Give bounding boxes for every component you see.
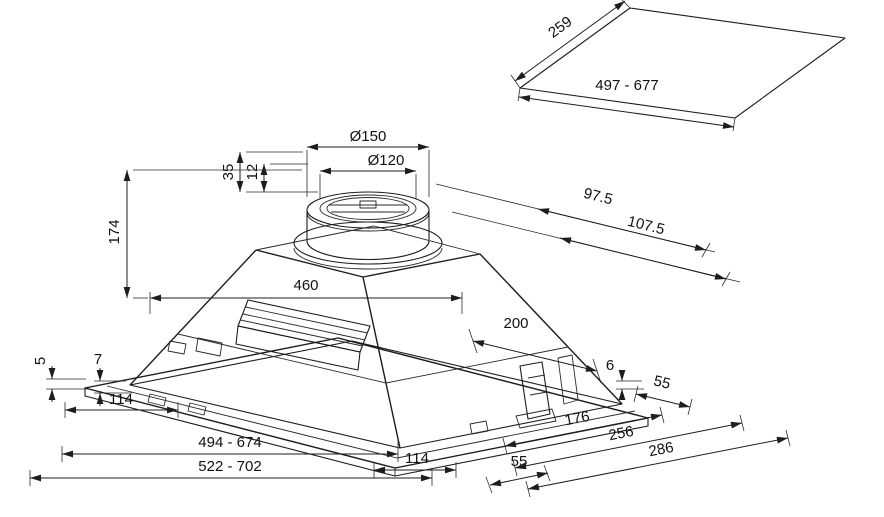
filter-latch	[187, 402, 207, 416]
filter-latch	[147, 393, 167, 407]
dim-lip-inset: 7	[94, 351, 132, 406]
dim-line-cutout-width	[518, 95, 735, 129]
duct-assembly	[293, 191, 443, 270]
dim-line-duct-to-front	[559, 237, 727, 280]
dim-label-duct-to-back: 97.5	[582, 185, 614, 208]
dim-line-cutout-depth	[514, 0, 626, 82]
dim-label-inner-width: 494 - 674	[198, 434, 261, 451]
dim-label-cutout-depth: 259	[545, 13, 575, 41]
ceiling-cutout: 259 497 - 677	[510, 0, 846, 132]
dim-label-front-offset: 114	[405, 450, 429, 467]
cable-clamp	[469, 420, 489, 435]
dim-body-height: 174	[106, 169, 302, 299]
motor-housing	[167, 299, 371, 371]
dim-lip-height: 5	[32, 357, 90, 402]
dim-inner-width: 494 - 674	[61, 434, 399, 462]
dim-line-depth-286	[527, 436, 789, 491]
dim-label-duct-inner: Ø120	[368, 152, 405, 169]
dim-label-lip-inset: 7	[94, 351, 102, 368]
dim-line-body-depth	[472, 340, 598, 372]
dim-label-lip-height: 5	[32, 357, 49, 365]
dim-edge-lip: 6	[606, 357, 644, 400]
dim-front-offset: 114	[373, 450, 457, 478]
dim-label-depth-256: 256	[607, 423, 635, 445]
dim-label-body-depth: 200	[503, 315, 528, 332]
dim-label-duct-outer: Ø150	[350, 128, 387, 145]
dim-back-corner-offset: 55	[633, 372, 693, 416]
dim-duct-inner: Ø120	[319, 152, 417, 199]
duct-spigot	[326, 197, 410, 220]
dim-label-outer-width: 522 - 702	[198, 458, 261, 475]
duct-rim-inner	[319, 194, 417, 223]
terminal-box	[195, 337, 223, 357]
dim-collar-height: 35	[220, 151, 318, 193]
dim-label-body-height: 174	[106, 219, 123, 244]
dim-flange-height: 12	[244, 163, 308, 192]
dim-label-depth-286: 286	[647, 439, 675, 461]
dim-label-depth-176: 176	[563, 408, 591, 430]
dim-label-side-offset-left: 114	[109, 391, 133, 408]
dim-label-back-corner-offset: 55	[652, 372, 672, 392]
dim-side-offset-left: 114	[64, 391, 179, 418]
dim-label-body-width: 460	[293, 277, 318, 294]
dim-label-edge-lip: 6	[606, 357, 614, 374]
duct-base-ring	[293, 221, 443, 265]
damper-hinge	[359, 200, 377, 209]
dim-duct-outer: Ø150	[306, 128, 430, 197]
dim-label-duct-to-front: 107.5	[626, 213, 667, 238]
dim-label-flange-height: 12	[244, 164, 261, 181]
dim-line-duct-to-back	[537, 208, 707, 251]
dim-depth-286: 286	[525, 429, 791, 498]
dim-label-cutout-width: 497 - 677	[595, 77, 658, 94]
dim-label-collar-height: 35	[220, 164, 237, 181]
duct-rim-outer	[306, 191, 430, 229]
dim-body-width: 460	[149, 277, 463, 314]
dim-line-front-corner-offset	[489, 471, 549, 487]
dim-line-back-corner-offset	[635, 393, 691, 408]
base-inner-frame	[129, 340, 623, 449]
dim-duct-to-back: 97.5	[435, 183, 716, 258]
dim-body-depth: 200	[468, 315, 602, 384]
terminal-box	[167, 340, 187, 355]
